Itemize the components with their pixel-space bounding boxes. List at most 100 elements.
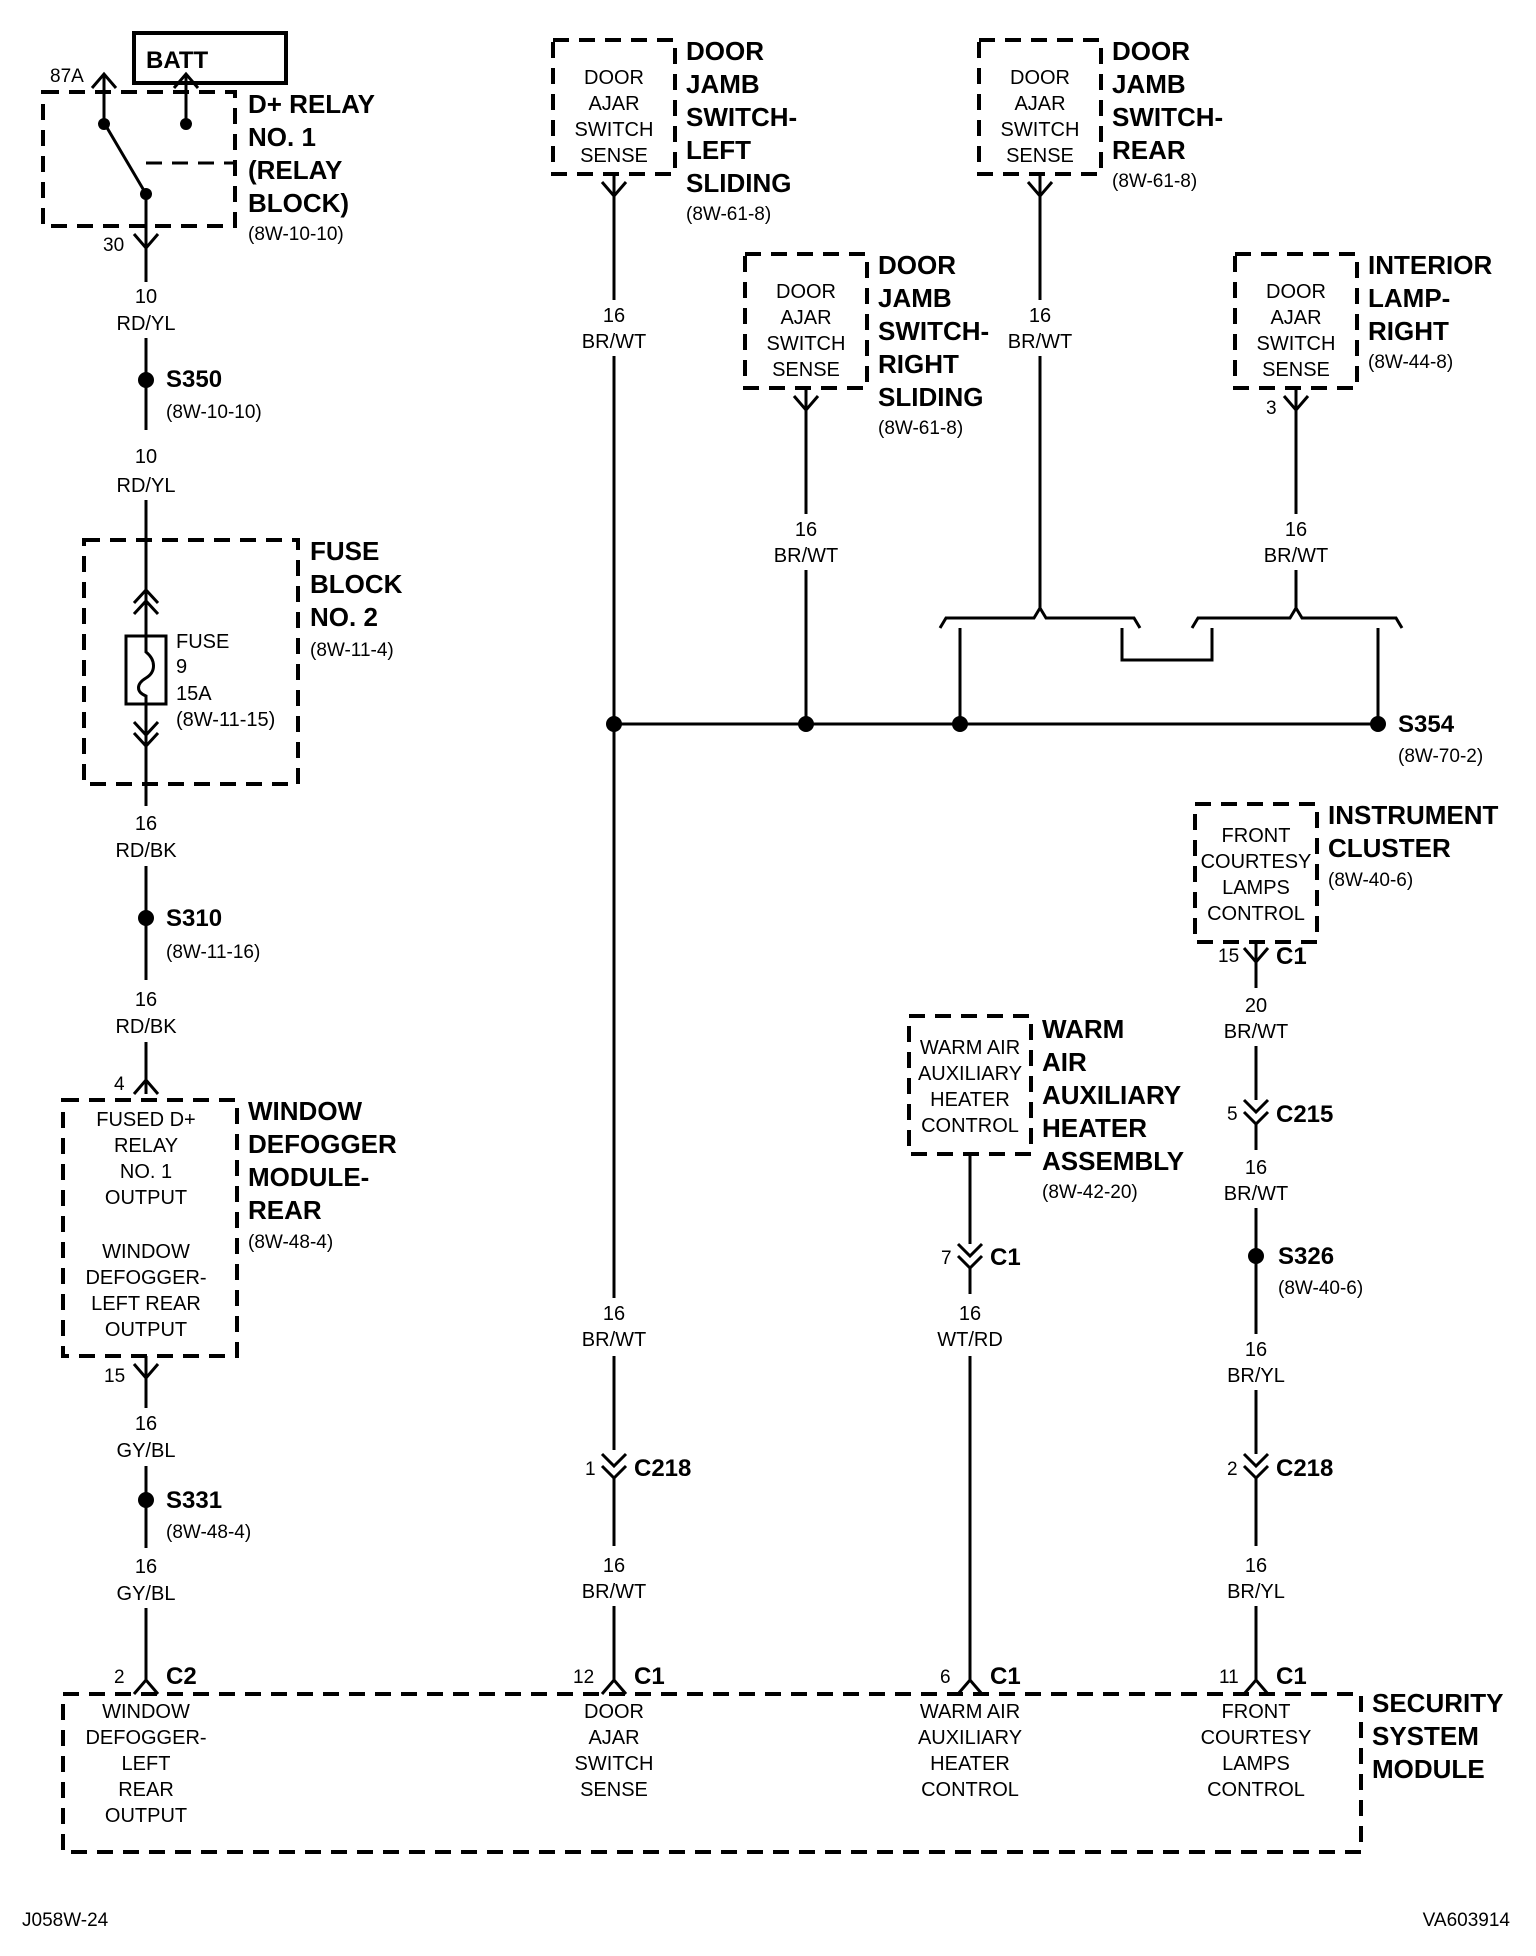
security-module-title-3: MODULE [1372, 1754, 1485, 1784]
connector-c215-pin: 5 [1227, 1104, 1238, 1125]
relay-box [41, 90, 237, 228]
door-right-inner-3: SWITCH [767, 333, 846, 355]
bracket-left [938, 605, 1142, 629]
fuse-block-title-3: NO. 2 [310, 602, 378, 632]
splice-s331-ref: (8W-48-4) [166, 1522, 251, 1543]
bus-dot-left [606, 716, 622, 732]
door-right-title-5: SLIDING [878, 382, 983, 412]
security-pin-door-num: 12 [573, 1667, 594, 1688]
fuse-block-title-1: FUSE [310, 536, 379, 566]
wire-c218b-lower-color: BR/YL [1227, 1581, 1285, 1603]
relay-pin-30: 30 [103, 235, 124, 256]
splice-s326-dot [1248, 1248, 1264, 1264]
connector-c218b-name: C218 [1276, 1455, 1333, 1482]
door-left-title-4: LEFT [686, 135, 751, 165]
wire-s326-lower-color: BR/YL [1227, 1365, 1285, 1387]
instrument-cluster-title-1: INSTRUMENT [1328, 800, 1499, 830]
security-pin-heater-label-1: WARM AIR [920, 1701, 1020, 1723]
interior-lamp-ref: (8W-44-8) [1368, 352, 1453, 373]
splice-s350-dot [138, 372, 154, 388]
fuse-block-title-2: BLOCK [310, 569, 403, 599]
window-module-inner-3: NO. 1 [120, 1161, 172, 1183]
wire-c218b-lower-gauge: 16 [1245, 1555, 1267, 1577]
security-pin-courtesy-label-4: CONTROL [1207, 1779, 1305, 1801]
door-right-title-3: SWITCH- [878, 316, 989, 346]
wire-left-sliding-gauge: 16 [603, 305, 625, 327]
door-left-ref: (8W-61-8) [686, 204, 771, 225]
wire-w4-gauge: 16 [135, 989, 157, 1011]
instrument-cluster-pin: 15 [1218, 946, 1239, 967]
security-pin-heater-conn: C1 [990, 1663, 1021, 1690]
wire-w3-gauge: 16 [135, 813, 157, 835]
wire-w1-gauge: 10 [135, 286, 157, 308]
window-module-ref: (8W-48-4) [248, 1232, 333, 1253]
instrument-cluster-inner-1: FRONT [1222, 825, 1291, 847]
door-left-title-3: SWITCH- [686, 102, 797, 132]
interior-lamp-title-3: RIGHT [1368, 316, 1449, 346]
security-pin-door-label-1: DOOR [584, 1701, 644, 1723]
security-module-title-2: SYSTEM [1372, 1721, 1479, 1751]
interior-lamp-terminal [1282, 388, 1310, 413]
door-right-terminal [792, 388, 820, 413]
door-rear-inner-4: SENSE [1006, 145, 1074, 167]
connector-c215-symbol [1242, 1098, 1270, 1127]
instrument-cluster-inner-2: COURTESY [1201, 851, 1312, 873]
batt-label: BATT [146, 47, 209, 74]
door-rear-title-3: SWITCH- [1112, 102, 1223, 132]
security-pin-window-num: 2 [114, 1667, 125, 1688]
security-pin-window-label-1: WINDOW [102, 1701, 190, 1723]
window-module-pin-top: 4 [114, 1074, 125, 1095]
security-pin-courtesy-terminal [1242, 1677, 1270, 1695]
door-rear-ref: (8W-61-8) [1112, 171, 1197, 192]
wire-w3-color: RD/BK [115, 840, 177, 862]
security-pin-window-label-5: OUTPUT [105, 1805, 187, 1827]
security-pin-door-label-4: SENSE [580, 1779, 648, 1801]
heater-inner-4: CONTROL [921, 1115, 1019, 1137]
wire-rear-color: BR/WT [1008, 331, 1072, 353]
splice-s331-name: S331 [166, 1487, 222, 1514]
heater-title-4: HEATER [1042, 1113, 1147, 1143]
connector-c218a-symbol [600, 1452, 628, 1481]
door-rear-terminal [1026, 174, 1054, 199]
connector-c218a-name: C218 [634, 1455, 691, 1482]
relay-title-2: NO. 1 [248, 122, 316, 152]
wire-heater-gauge: 16 [959, 1303, 981, 1325]
door-left-terminal [600, 174, 628, 199]
heater-title-5: ASSEMBLY [1042, 1146, 1184, 1176]
heater-inner-2: AUXILIARY [918, 1063, 1022, 1085]
instrument-cluster-title-2: CLUSTER [1328, 833, 1451, 863]
wire-w2-color: RD/YL [117, 475, 176, 497]
window-module-title-3: MODULE- [248, 1162, 369, 1192]
door-right-title-1: DOOR [878, 250, 956, 280]
splice-s310-name: S310 [166, 905, 222, 932]
batt-box [132, 31, 288, 85]
wire-interior-gauge: 16 [1285, 519, 1307, 541]
window-module-title-4: REAR [248, 1195, 322, 1225]
window-module-inner-9: OUTPUT [105, 1319, 187, 1341]
door-right-title-2: JAMB [878, 283, 952, 313]
security-pin-door-terminal [600, 1677, 628, 1695]
window-module-inner-1: FUSED D+ [96, 1109, 195, 1131]
instrument-cluster-ref: (8W-40-6) [1328, 870, 1413, 891]
relay-title-1: D+ RELAY [248, 89, 375, 119]
door-rear-title-1: DOOR [1112, 36, 1190, 66]
door-rear-inner-2: AJAR [1014, 93, 1065, 115]
security-pin-heater-label-2: AUXILIARY [918, 1727, 1022, 1749]
door-right-ref: (8W-61-8) [878, 418, 963, 439]
door-rear-title-4: REAR [1112, 135, 1186, 165]
wire-w1-color: RD/YL [117, 313, 176, 335]
wire-right-sliding-color: BR/WT [774, 545, 838, 567]
connector-c218b-pin: 2 [1227, 1459, 1238, 1480]
window-module-inner-4: OUTPUT [105, 1187, 187, 1209]
security-pin-heater-label-4: CONTROL [921, 1779, 1019, 1801]
door-left-title-1: DOOR [686, 36, 764, 66]
instrument-cluster-inner-4: CONTROL [1207, 903, 1305, 925]
wire-cluster-out-color: BR/WT [1224, 1021, 1288, 1043]
wire-heater-color: WT/RD [937, 1329, 1003, 1351]
door-rear-inner-1: DOOR [1010, 67, 1070, 89]
relay-switch-arm [104, 125, 148, 195]
window-module-pin-bottom: 15 [104, 1366, 125, 1387]
door-left-inner-4: SENSE [580, 145, 648, 167]
security-pin-courtesy-label-2: COURTESY [1201, 1727, 1312, 1749]
